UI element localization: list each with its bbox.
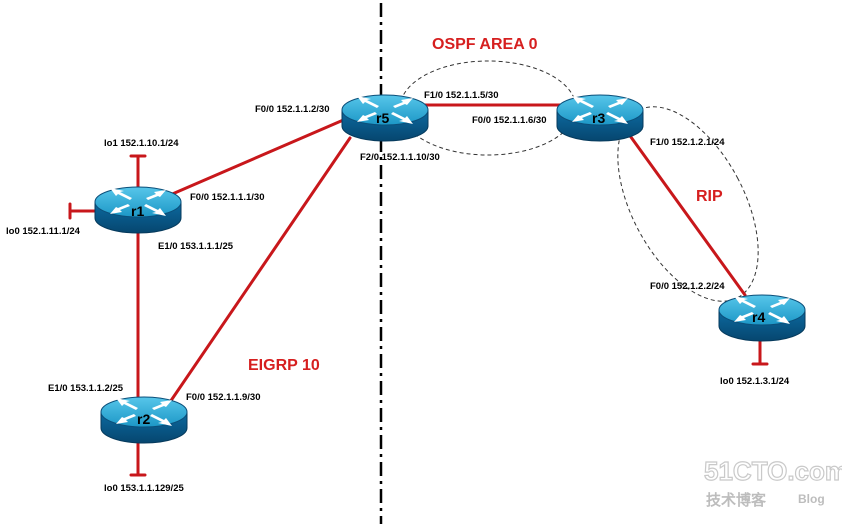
router-r1-name: r1 xyxy=(131,203,144,219)
interface-label-r2-e10: E1/0 153.1.1.2/25 xyxy=(48,383,124,394)
link-r1-r5 xyxy=(168,116,350,197)
watermark-blog: Blog xyxy=(798,492,825,506)
interface-label-r3-f10: F1/0 152.1.2.1/24 xyxy=(650,137,725,148)
interface-label-r1-lo0: lo0 152.1.11.1/24 xyxy=(6,226,81,237)
router-r5-name: r5 xyxy=(376,110,389,126)
router-r3-name: r3 xyxy=(592,110,605,126)
rip-area-boundary xyxy=(617,106,759,302)
watermark-tech-blog: 技术博客 xyxy=(706,491,767,509)
interface-label-r2-f00: F0/0 152.1.1.9/30 xyxy=(186,392,260,403)
interface-label-r1-f00: F0/0 152.1.1.1/30 xyxy=(190,192,264,203)
interface-label-r3-f00: F0/0 152.1.1.6/30 xyxy=(472,115,546,126)
link-r2-r5 xyxy=(166,136,352,407)
interface-label-r1-lo1: lo1 152.1.10.1/24 xyxy=(104,138,179,149)
interface-label-r5-f10: F1/0 152.1.1.5/30 xyxy=(424,90,498,101)
watermark-51cto: 51CTO.com xyxy=(704,456,842,486)
interface-label-r5-f20: F2/0 152.1.1.10/30 xyxy=(360,152,440,163)
protocol-label-rip: RIP xyxy=(696,188,723,205)
router-r2-name: r2 xyxy=(137,411,150,427)
protocol-label-ospf: OSPF AREA 0 xyxy=(432,36,538,53)
router-r4-name: r4 xyxy=(752,309,765,325)
protocol-label-eigrp: EIGRP 10 xyxy=(248,357,320,374)
link-r3-r4 xyxy=(626,131,747,297)
interface-label-r2-lo0: lo0 153.1.1.129/25 xyxy=(104,483,184,494)
interface-label-r5-f00: F0/0 152.1.1.2/30 xyxy=(255,104,329,115)
interface-label-r4-lo0: lo0 152.1.3.1/24 xyxy=(720,376,790,387)
interface-label-r1-e10: E1/0 153.1.1.1/25 xyxy=(158,241,234,252)
interface-label-r4-f00: F0/0 152.1.2.2/24 xyxy=(650,281,725,292)
